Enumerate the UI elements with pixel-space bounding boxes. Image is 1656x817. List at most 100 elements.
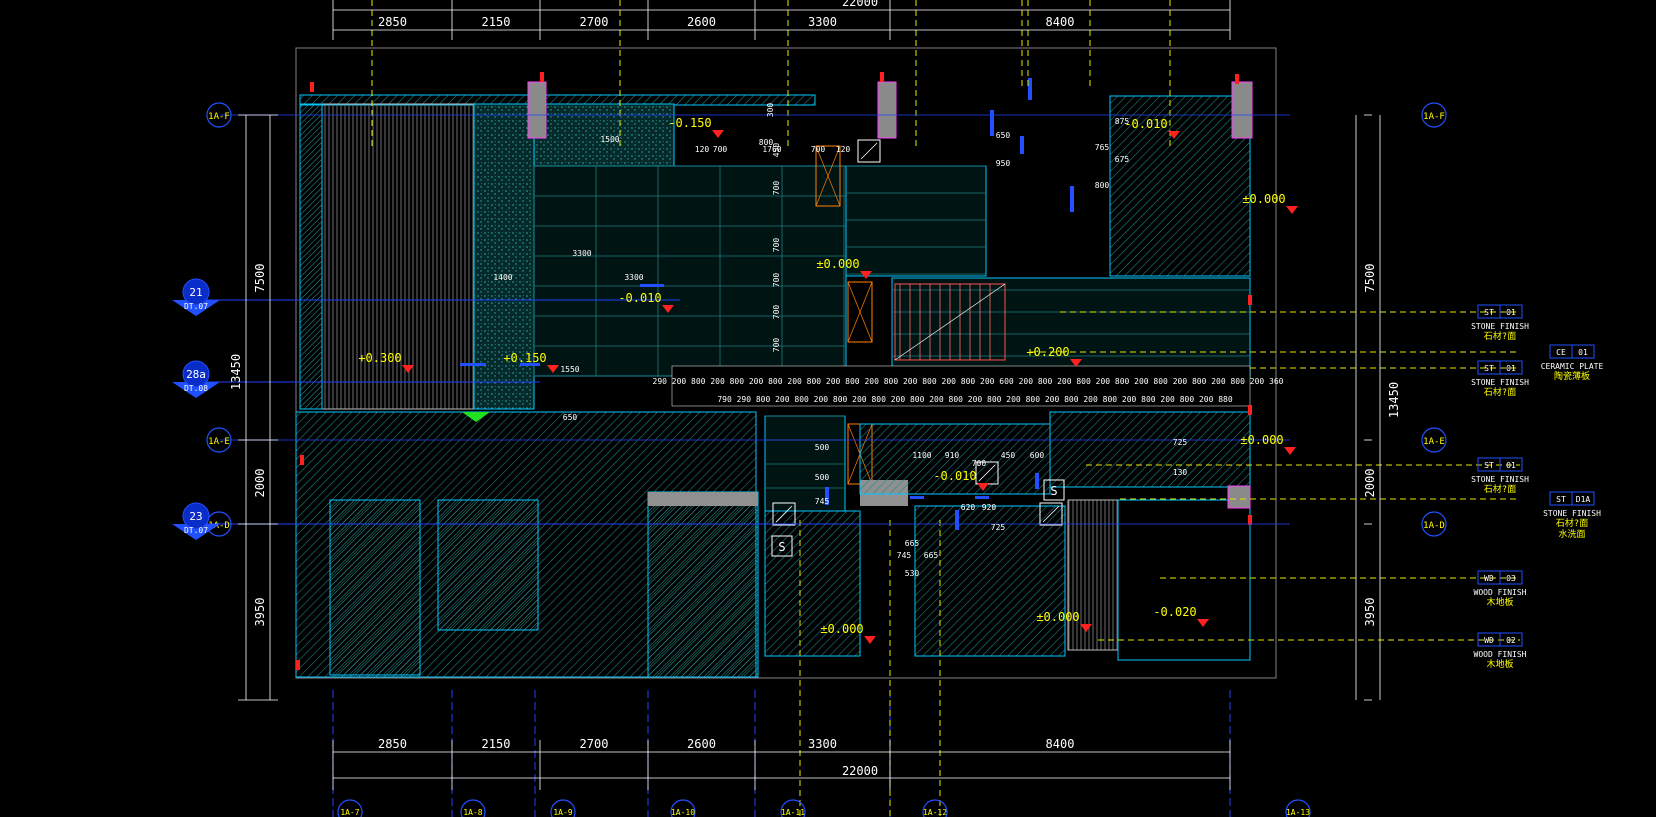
section-marker-ref: DT.08 [184,384,208,393]
section-marker-circle [182,360,210,388]
grey-beam [648,492,758,506]
dim-left: 7500 [253,264,267,293]
blue-detail [825,487,829,505]
dimension-lines [238,0,1381,790]
structural-column [1231,81,1253,139]
level-tag: ±0.000 [816,257,859,271]
inner-dim: 700 [772,338,781,353]
tile-dim-strip [671,365,1251,407]
wall-left [299,103,323,410]
tile-room-right [845,165,987,277]
plan-base-layer [295,47,1277,679]
wall-marker [296,660,300,670]
wall-marker [1235,74,1239,84]
inner-dim: 665 [924,551,939,560]
material-name-cn: 石材?面 [1556,517,1588,529]
level-tag: -0.010 [933,469,976,483]
section-marker-triangle [172,524,220,540]
grid-bubble [550,799,576,817]
grid-bubble-label: 1A-D [208,521,230,531]
material-num-box [1571,344,1595,359]
dim-bottom-overall-text: 22000 [842,764,878,778]
grid-bubble-label: 1A-12 [923,808,947,817]
grid-bubble [780,799,806,817]
wall-marker [1248,295,1252,305]
dim-bottom-bay: 2600 [687,737,716,751]
symbol-s: S [778,540,785,554]
inner-dim: 300 [766,103,775,118]
blue-detail [640,284,664,287]
fixture-line [978,464,996,482]
level-triangle [1286,206,1298,214]
inner-dim: 920 [982,503,997,512]
grid-bubble-label: 1A-F [1423,112,1445,122]
blue-detail [910,496,924,499]
level-tag: +0.200 [1026,345,1069,359]
inner-dim: 910 [945,451,960,460]
lower-room-1 [329,499,421,676]
level-triangle [1168,131,1180,139]
dim-left: 13450 [229,354,243,390]
material-name-cn: 石材?面 [1484,330,1516,342]
tile-dim-sequence-top: 290 200 800 200 800 200 800 200 800 200 … [653,377,1284,386]
section-marker-number: 23 [189,510,202,523]
green-marker [462,412,490,422]
room-top-right [1109,95,1251,277]
inner-dim: 530 [905,569,920,578]
inner-dim: 600 [1030,451,1045,460]
level-tag: ±0.000 [1240,433,1283,447]
inner-dim: 745 [897,551,912,560]
inner-dim: 1400 [493,273,512,282]
material-name-cn: 木地板 [1486,658,1513,670]
lower-room-2 [437,499,539,631]
grid-bubble-label: 1A-D [1423,521,1445,531]
inner-dim: 650 [996,131,1011,140]
fixture [1039,502,1063,526]
lower-right-room [1049,411,1251,488]
dim-top-bay: 8400 [1046,15,1075,29]
inner-dim: 675 [1115,155,1130,164]
structural-column [527,81,547,139]
material-code: WD [1484,574,1494,583]
inner-dim: 1500 [600,135,619,144]
material-name-cn-2: 水洗面 [1558,528,1585,540]
inner-dim: 700 [772,273,781,288]
inner-dim: 1760 [762,145,781,154]
inner-dim: 950 [996,159,1011,168]
material-num-box [1499,360,1523,375]
level-tag: -0.020 [1153,605,1196,619]
material-name-en: STONE FINISH [1543,509,1601,518]
dim-right: 13450 [1387,382,1401,418]
dim-right: 3950 [1363,598,1377,627]
grid-bubble [1421,427,1447,453]
grid-bubble-label: 1A-7 [340,808,359,817]
inner-dim: 700 [972,459,987,468]
material-name-en: STONE FINISH [1471,378,1529,387]
lift-box [815,145,841,207]
dim-top-bay: 2150 [482,15,511,29]
material-name-en: STONE FINISH [1471,322,1529,331]
material-name-cn: 石材?面 [1484,483,1516,495]
grid-bubble-label: 1A-9 [553,808,572,817]
stair-arrow [894,283,1006,361]
inner-dim: 800 [1095,181,1110,190]
inner-dim: 725 [1173,438,1188,447]
striped-floor-room [321,103,475,410]
inner-dim: 745 [815,497,830,506]
level-triangle [860,271,872,279]
material-name-en: WOOD FINISH [1474,650,1527,659]
level-triangle [977,483,989,491]
inner-dim: 875 [1115,117,1130,126]
level-tag: +0.300 [358,351,401,365]
material-num-box [1499,632,1523,647]
inner-dim: 700 [772,238,781,253]
section-marker-ref: DT.07 [184,526,208,535]
material-number: 01 [1506,364,1516,373]
material-number: 03 [1506,574,1516,583]
level-triangle [1284,447,1296,455]
level-tag: -0.150 [668,116,711,130]
